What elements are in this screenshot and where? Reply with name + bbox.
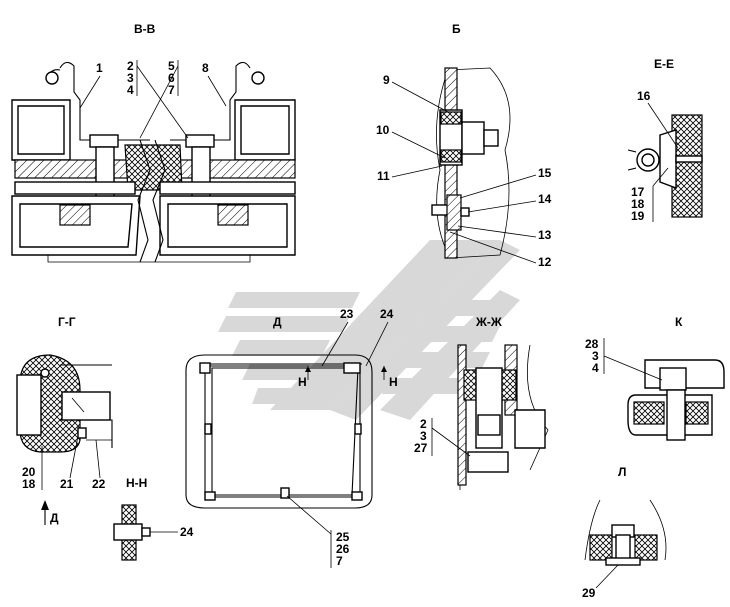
section-vv-drawing — [11, 61, 296, 263]
callout-label: 27 — [414, 441, 428, 455]
section-nn-callouts: 24 — [150, 525, 194, 539]
callout-label: Н — [389, 375, 398, 389]
section-gg-callouts: 20 18 21 22 Д — [22, 435, 106, 525]
callout-label: 19 — [631, 209, 645, 223]
callout-label: 11 — [377, 169, 390, 183]
section-ee-drawing — [627, 114, 703, 218]
view-l-callouts: 29 — [582, 564, 619, 600]
callout-label: 15 — [538, 166, 552, 180]
callout-label: 4 — [127, 83, 134, 97]
section-zhzh-drawing — [457, 344, 549, 490]
callout-label: 23 — [340, 307, 354, 321]
callout-label: 29 — [582, 586, 596, 600]
section-zhzh-callouts: 2 3 27 — [414, 417, 471, 457]
section-title-k: К — [675, 315, 683, 329]
section-b-callouts: 9 10 11 15 14 13 12 — [376, 73, 552, 269]
callout-label: 18 — [22, 477, 36, 491]
callout-label: 7 — [336, 554, 343, 568]
callout-label: 2 — [420, 417, 427, 431]
section-title-ee: Е-Е — [654, 57, 674, 71]
section-b-drawing — [431, 67, 511, 259]
section-vv-callouts: 1 2 3 4 5 6 7 8 — [79, 59, 227, 139]
view-d-drawing — [185, 354, 387, 509]
section-title-l: Л — [618, 465, 626, 479]
section-title-d: Д — [273, 315, 282, 329]
callout-label: 21 — [60, 477, 74, 491]
callout-label: 1 — [96, 61, 103, 75]
callout-label: 24 — [180, 525, 194, 539]
callout-label: 16 — [637, 89, 651, 103]
callout-label: Н — [298, 375, 307, 389]
callout-label: 3 — [420, 429, 427, 443]
callout-label: 17 — [631, 185, 645, 199]
callout-label: 25 — [336, 530, 350, 544]
callout-label: 18 — [631, 197, 645, 211]
view-l-drawing — [584, 499, 667, 566]
callout-label: 20 — [22, 465, 36, 479]
callout-label: 24 — [380, 307, 394, 321]
callout-label: 28 — [585, 337, 599, 351]
section-title-vv: В-В — [134, 22, 156, 36]
section-gg-drawing — [16, 354, 113, 453]
callout-label: 5 — [168, 59, 175, 73]
callout-label: 22 — [92, 477, 106, 491]
section-title-b: Б — [452, 22, 461, 36]
section-title-gg: Г-Г — [58, 315, 76, 329]
callout-label: 13 — [538, 228, 552, 242]
callout-label: 3 — [592, 349, 599, 363]
callout-label: 26 — [336, 542, 350, 556]
callout-label: 14 — [538, 192, 552, 206]
view-k-callouts: 28 3 4 — [585, 337, 663, 381]
callout-label: Д — [50, 511, 59, 525]
section-title-nn: Н-Н — [126, 476, 147, 490]
section-ee-callouts: 16 17 18 19 — [631, 89, 679, 223]
callout-label: 4 — [592, 361, 599, 375]
view-d-callouts: 23 24 Н Н 25 26 7 — [286, 307, 398, 568]
section-nn-drawing — [113, 504, 151, 561]
callout-label: 7 — [168, 83, 175, 97]
section-title-zhzh: Ж-Ж — [475, 315, 502, 329]
callout-label: 12 — [538, 255, 552, 269]
callout-label: 8 — [202, 61, 209, 75]
callout-label: 10 — [376, 123, 390, 137]
view-k-drawing — [627, 359, 725, 441]
callout-label: 9 — [383, 73, 390, 87]
callout-label: 2 — [127, 59, 134, 73]
callout-label: 3 — [127, 71, 134, 85]
